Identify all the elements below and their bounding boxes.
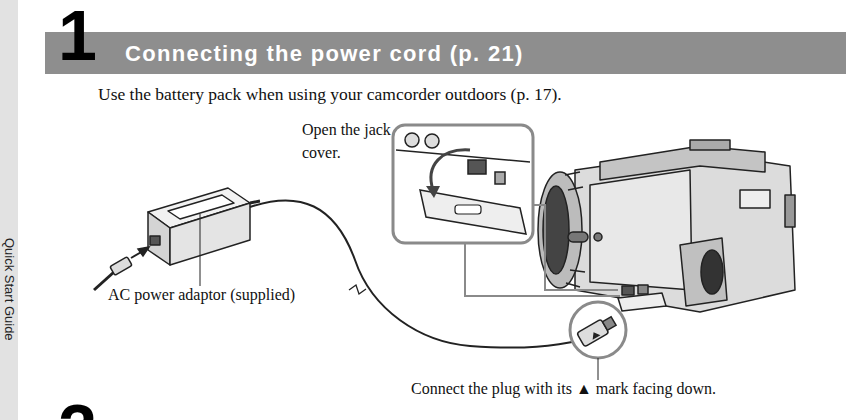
- inset-jack: [425, 134, 439, 148]
- step-number: 1: [58, 0, 97, 78]
- open-arrow-shaft: [431, 150, 470, 190]
- inset-dc-jack: [468, 160, 486, 174]
- dc-jack: [622, 286, 634, 295]
- viewfinder: [680, 238, 727, 306]
- jack-cover-inset: [393, 125, 533, 243]
- instruction-note: Use the battery pack when using your cam…: [98, 84, 562, 105]
- strap-lug: [785, 195, 795, 227]
- mains-plug: [110, 257, 132, 276]
- cord-break-mark: [349, 285, 366, 294]
- jack: [638, 285, 648, 294]
- leader-line: [598, 358, 599, 380]
- leader-line: [200, 214, 201, 286]
- inset-leader: [465, 243, 620, 296]
- open-arrow-head: [426, 186, 440, 198]
- inset-jack: [495, 172, 505, 184]
- plug-magnifier: [570, 302, 626, 358]
- side-switch: [568, 232, 588, 242]
- dc-plug-tip: [602, 317, 616, 331]
- adaptor-inlet: [150, 236, 160, 245]
- top-control: [690, 140, 730, 150]
- step-number: 2: [58, 388, 97, 420]
- side-tab: [0, 0, 18, 420]
- insert-arrow-head: [138, 247, 149, 256]
- jack-cover-open: [618, 293, 666, 311]
- part-label: Open the jack cover.: [302, 118, 392, 164]
- inset-leader: [533, 205, 618, 290]
- side-window: [740, 190, 770, 208]
- adaptor-label-plate: [168, 195, 234, 219]
- plug-mark: [592, 332, 599, 338]
- side-panel: [590, 170, 692, 290]
- lens-ring: [565, 172, 585, 287]
- mains-plug-body: [110, 257, 132, 276]
- inset-frame: [393, 125, 533, 243]
- mains-cord: [94, 247, 149, 290]
- inset-jack-cover: [420, 190, 526, 234]
- side-tab-text: Quick Start Guide: [1, 238, 17, 341]
- lens-glass: [543, 186, 569, 274]
- viewfinder-eyepiece: [701, 250, 723, 294]
- camcorder: [538, 140, 795, 312]
- part-label: AC power adaptor (supplied): [108, 285, 295, 304]
- section-title: Connecting the power cord (p. 21): [125, 41, 524, 67]
- ac-adaptor: [148, 188, 250, 265]
- cord-strain-relief: [250, 201, 260, 203]
- dc-plug: [577, 314, 618, 347]
- adaptor-side: [148, 212, 170, 265]
- instruction-note: Connect the plug with its ▲ mark facing …: [411, 379, 716, 398]
- side-button: [594, 233, 602, 241]
- inset-panel-edge: [396, 150, 530, 162]
- inset-jack: [405, 133, 419, 147]
- inset-cover-tab: [455, 205, 481, 214]
- title-band: [45, 32, 846, 74]
